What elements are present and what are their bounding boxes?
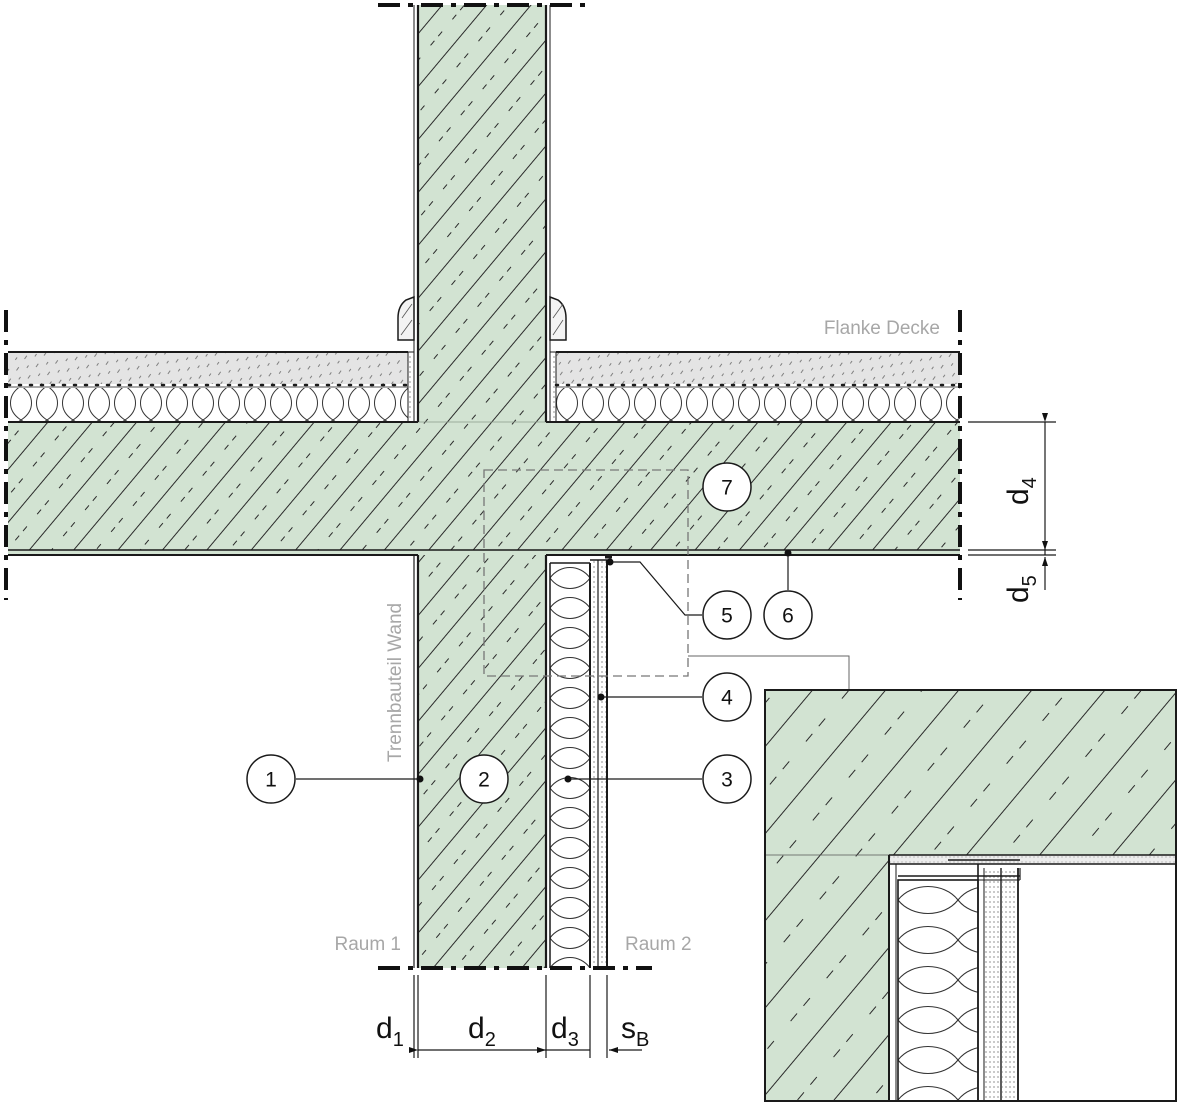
ceiling-plaster-strip — [8, 550, 960, 555]
callout-3-label: 3 — [721, 769, 733, 792]
callout-6: 6 — [763, 590, 813, 640]
label-raum-1: Raum 1 — [334, 934, 401, 955]
inset-board-1 — [984, 868, 1000, 1101]
detail-frame — [483, 469, 689, 677]
dim-d1: d1 — [376, 1012, 404, 1051]
callout-5-label: 5 — [721, 605, 733, 628]
callout-7-label: 7 — [721, 477, 733, 500]
callout-3: 3 — [702, 754, 752, 804]
dimension-lines-right — [968, 413, 1056, 590]
dim-d2: d2 — [468, 1012, 496, 1051]
callout-7: 7 — [702, 462, 752, 512]
lining-board-1 — [591, 560, 598, 968]
inset-frame — [764, 689, 1177, 1102]
edge-strip-right — [549, 351, 557, 423]
label-raum-2: Raum 2 — [625, 934, 692, 955]
skirting-left — [397, 295, 415, 341]
callout-6-label: 6 — [782, 605, 794, 628]
leaders — [296, 553, 789, 780]
leader-dots — [416, 549, 792, 783]
label-trennbauteil-wand: Trennbauteil Wand — [385, 603, 406, 762]
skirting-right — [549, 295, 567, 341]
callout-5: 5 — [702, 590, 752, 640]
callout-1-label: 1 — [265, 769, 277, 792]
break-lines — [4, 3, 962, 970]
dim-d3: d3 — [551, 1012, 579, 1051]
lining-board-2 — [600, 560, 607, 968]
dim-d5: d5 — [1002, 575, 1041, 603]
inset-detail — [764, 689, 1177, 1102]
dim-sB: sB — [621, 1012, 649, 1051]
dim-d4: d4 — [1002, 477, 1041, 505]
lining-shell — [549, 555, 612, 968]
dimension-lines-bottom — [409, 975, 642, 1058]
callout-4: 4 — [702, 672, 752, 722]
callout-2: 2 — [459, 754, 509, 804]
callout-1: 1 — [246, 754, 296, 804]
callout-2-label: 2 — [478, 769, 490, 792]
callout-4-label: 4 — [721, 687, 733, 710]
label-flanke-decke: Flanke Decke — [824, 318, 940, 339]
detail-leader — [688, 655, 850, 690]
edge-strip-left — [407, 351, 415, 423]
inset-board-2 — [1002, 868, 1018, 1101]
floor-buildup — [6, 295, 962, 423]
